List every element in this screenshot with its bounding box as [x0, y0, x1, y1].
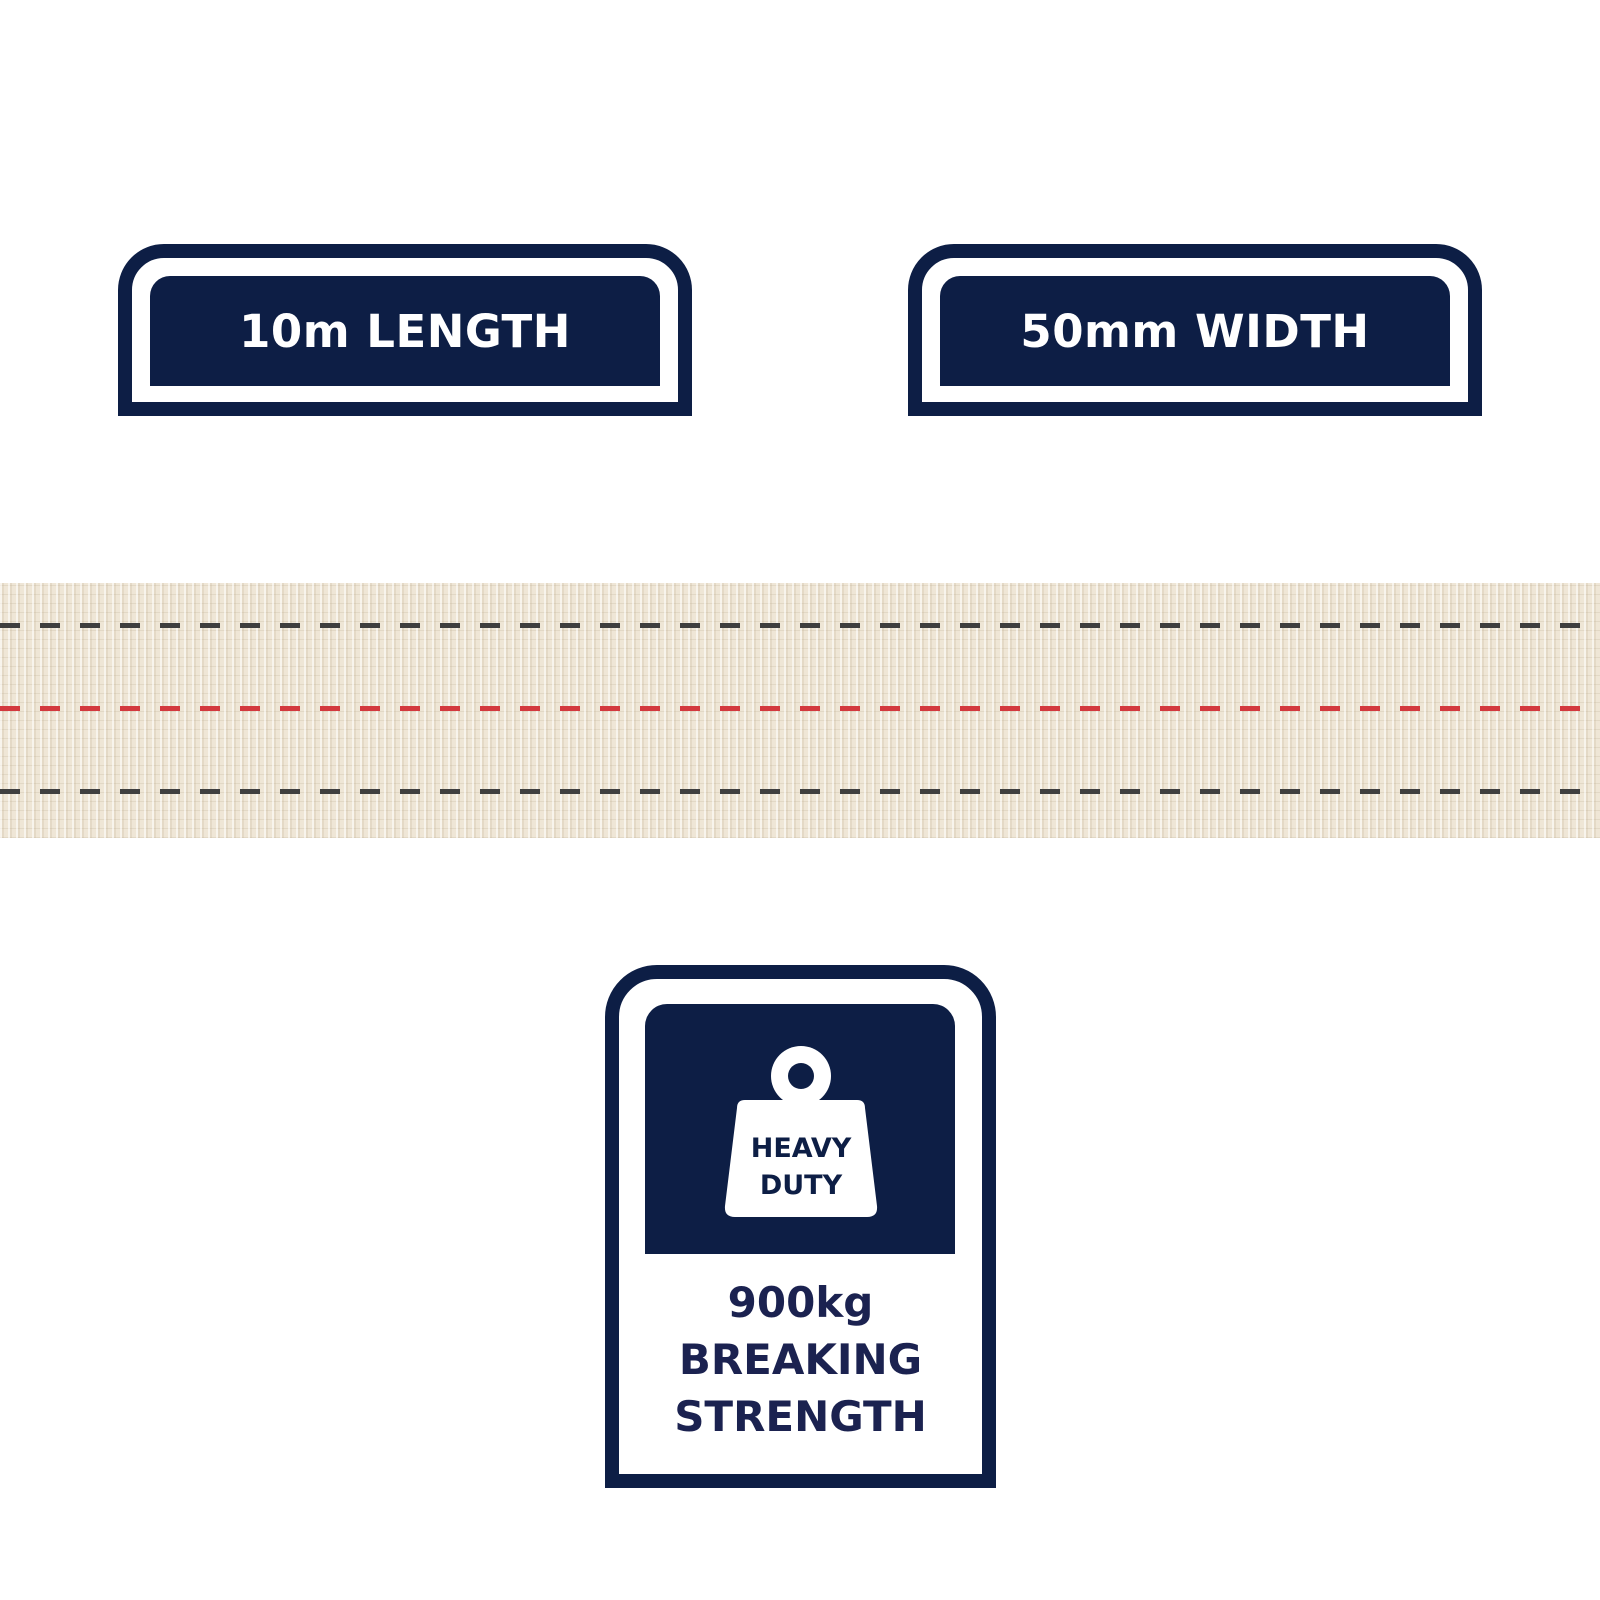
- weight-icon: HEAVY DUTY: [724, 1046, 878, 1217]
- strap-stitch-bottom: [0, 789, 1600, 794]
- weight-text-duty: DUTY: [760, 1170, 843, 1201]
- heavy-duty-card: HEAVY DUTY 900kg BREAKING STRENGTH: [605, 965, 996, 1488]
- strength-line-breaking: BREAKING: [678, 1335, 923, 1384]
- length-label: 10m LENGTH: [239, 304, 571, 358]
- breaking-strength-text: 900kg BREAKING STRENGTH: [619, 1274, 982, 1445]
- weight-ring-hole: [788, 1063, 814, 1089]
- width-badge-panel: 50mm WIDTH: [940, 276, 1450, 386]
- heavy-duty-icon-panel: HEAVY DUTY: [645, 1004, 955, 1254]
- width-badge: 50mm WIDTH: [908, 244, 1482, 416]
- strap-stitch-middle: [0, 706, 1600, 711]
- width-label: 50mm WIDTH: [1020, 304, 1370, 358]
- weight-text-heavy: HEAVY: [751, 1133, 852, 1164]
- webbing-strap-image: [0, 583, 1600, 838]
- strength-value: 900kg: [727, 1278, 874, 1327]
- strap-stitch-top: [0, 623, 1600, 628]
- length-badge-panel: 10m LENGTH: [150, 276, 660, 386]
- strength-line-strength: STRENGTH: [674, 1392, 927, 1441]
- length-badge: 10m LENGTH: [118, 244, 692, 416]
- weight-body: [724, 1100, 878, 1217]
